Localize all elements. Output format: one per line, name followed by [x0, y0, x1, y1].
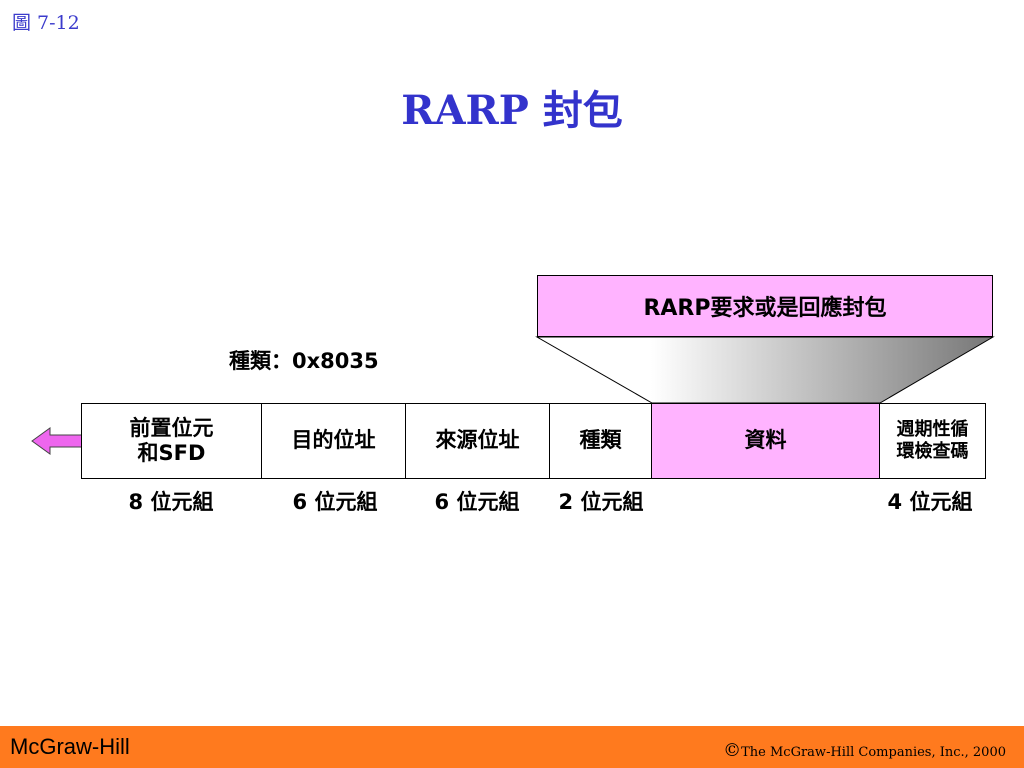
- figure-label: 圖 7-12: [12, 12, 80, 34]
- slide-title: RARP 封包: [401, 87, 623, 134]
- size-preamble-sfd: 8 位元組: [128, 490, 214, 514]
- field-type: 種類: [549, 403, 652, 479]
- type-value-label: 種類：0x8035: [229, 349, 379, 373]
- field-crc: 週期性循 環檢查碼: [879, 403, 986, 479]
- publisher-name: McGraw-Hill: [10, 734, 130, 759]
- field-source-address: 來源位址: [405, 403, 550, 479]
- copyright-symbol: ©: [723, 740, 742, 761]
- copyright-text: The McGraw-Hill Companies, Inc., 2000: [741, 745, 1006, 760]
- size-source-address: 6 位元組: [434, 490, 520, 514]
- size-crc: 4 位元組: [887, 490, 973, 514]
- size-type: 2 位元組: [558, 490, 644, 514]
- footer-bar: [0, 726, 1024, 768]
- field-destination-address: 目的位址: [261, 403, 406, 479]
- left-arrow-icon: [31, 427, 83, 455]
- field-data: 資料: [651, 403, 880, 479]
- rarp-payload-box: RARP要求或是回應封包: [537, 275, 993, 337]
- copyright-notice: ©The McGraw-Hill Companies, Inc., 2000: [723, 740, 1006, 761]
- field-preamble-sfd: 前置位元 和SFD: [81, 403, 262, 479]
- size-destination-address: 6 位元組: [292, 490, 378, 514]
- ethernet-frame: 前置位元 和SFD 目的位址 來源位址 種類 資料 週期性循 環檢查碼: [81, 403, 986, 479]
